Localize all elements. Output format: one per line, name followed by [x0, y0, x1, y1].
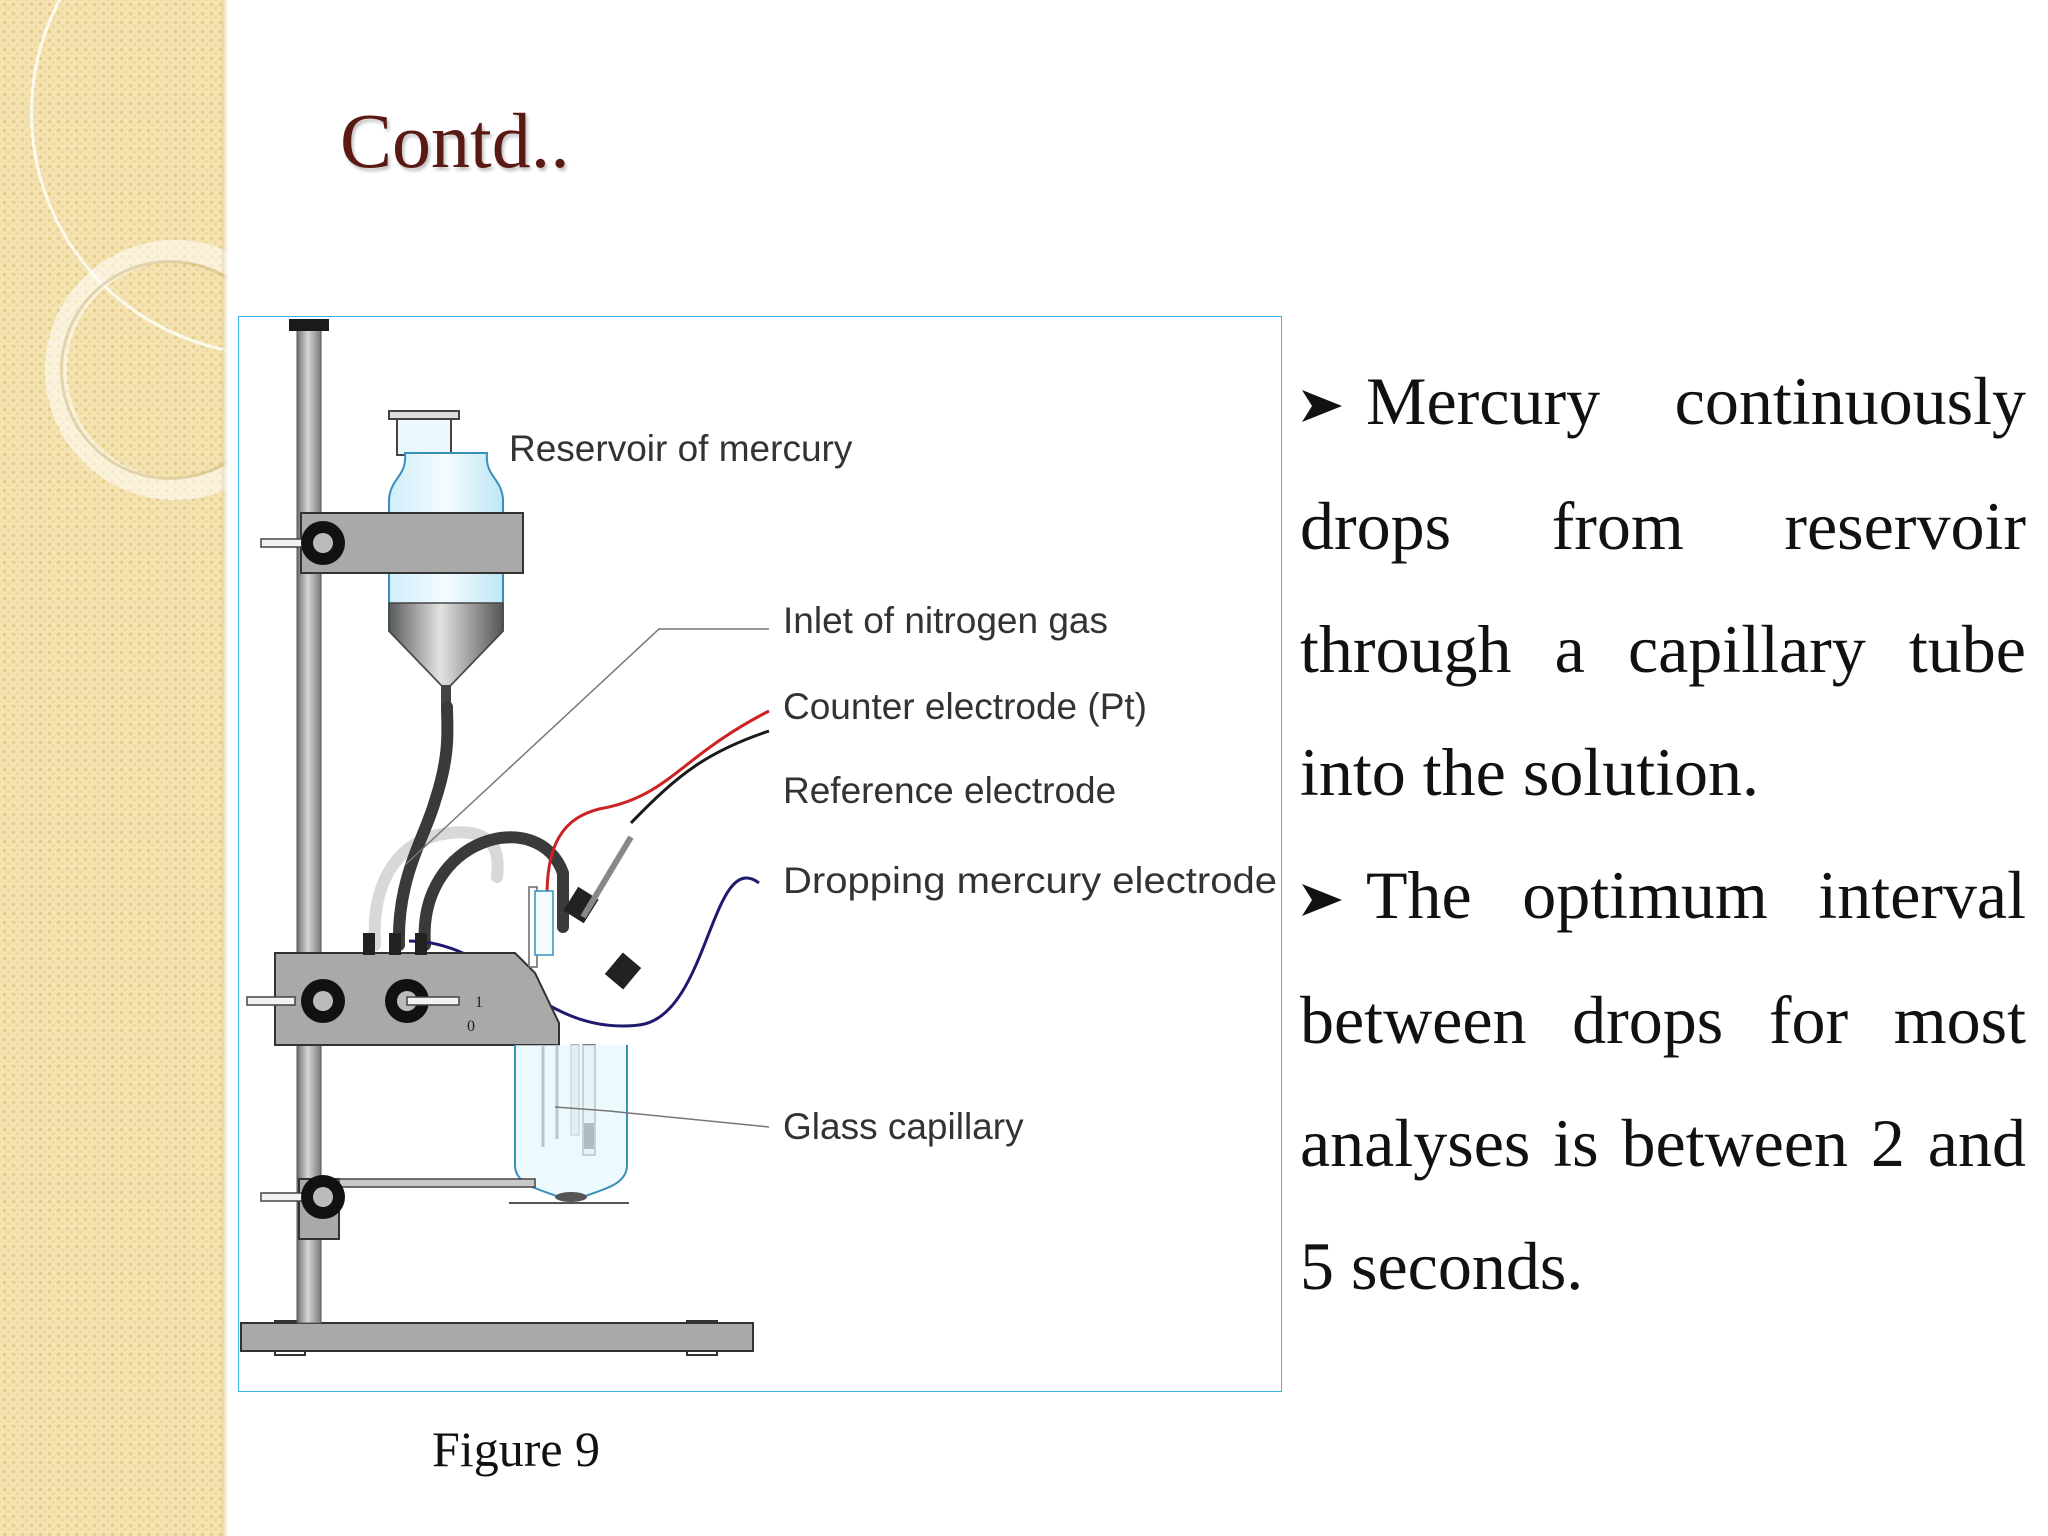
label-counter-electrode: Counter electrode (Pt)	[783, 686, 1147, 727]
arrow-bullet-icon	[1300, 836, 1366, 959]
leader-lines	[404, 628, 770, 1128]
polarograph-diagram: 1 0	[238, 316, 1282, 1392]
bullet-item: The optimum interval between drops for m…	[1300, 834, 2026, 1328]
stand-rod	[289, 319, 329, 1324]
switch-mark-off: 0	[467, 1018, 475, 1035]
slide-title: Contd..	[340, 97, 570, 184]
label-dropping-mercury-electrode: Dropping mercury electrode	[783, 860, 1277, 901]
tubing	[368, 701, 569, 951]
figure-caption: Figure 9	[432, 1421, 601, 1477]
glass-cell	[509, 1045, 629, 1204]
upper-clamp	[260, 512, 524, 574]
switch-mark-on: 1	[475, 994, 483, 1011]
label-glass-capillary: Glass capillary	[783, 1106, 1024, 1147]
bullet-text: The optimum interval between drops for m…	[1300, 857, 2026, 1304]
bullet-list: Mercury continuously drops from reservoi…	[1300, 340, 2026, 1328]
sidebar-edge	[222, 0, 228, 1536]
label-reference-electrode: Reference electrode	[783, 770, 1116, 811]
decorative-sidebar	[0, 0, 228, 1536]
stand-base	[240, 1320, 754, 1356]
apparatus-illustration: 1 0	[240, 319, 1277, 1356]
lower-clamp	[260, 1175, 536, 1240]
bullet-item: Mercury continuously drops from reservoi…	[1300, 340, 2026, 834]
label-nitrogen-inlet: Inlet of nitrogen gas	[783, 600, 1108, 641]
cell-head-clamp: 1 0	[246, 886, 642, 1046]
arrow-bullet-icon	[1300, 342, 1366, 465]
label-reservoir: Reservoir of mercury	[509, 428, 853, 469]
bullet-text: Mercury continuously drops from reservoi…	[1300, 363, 2026, 810]
